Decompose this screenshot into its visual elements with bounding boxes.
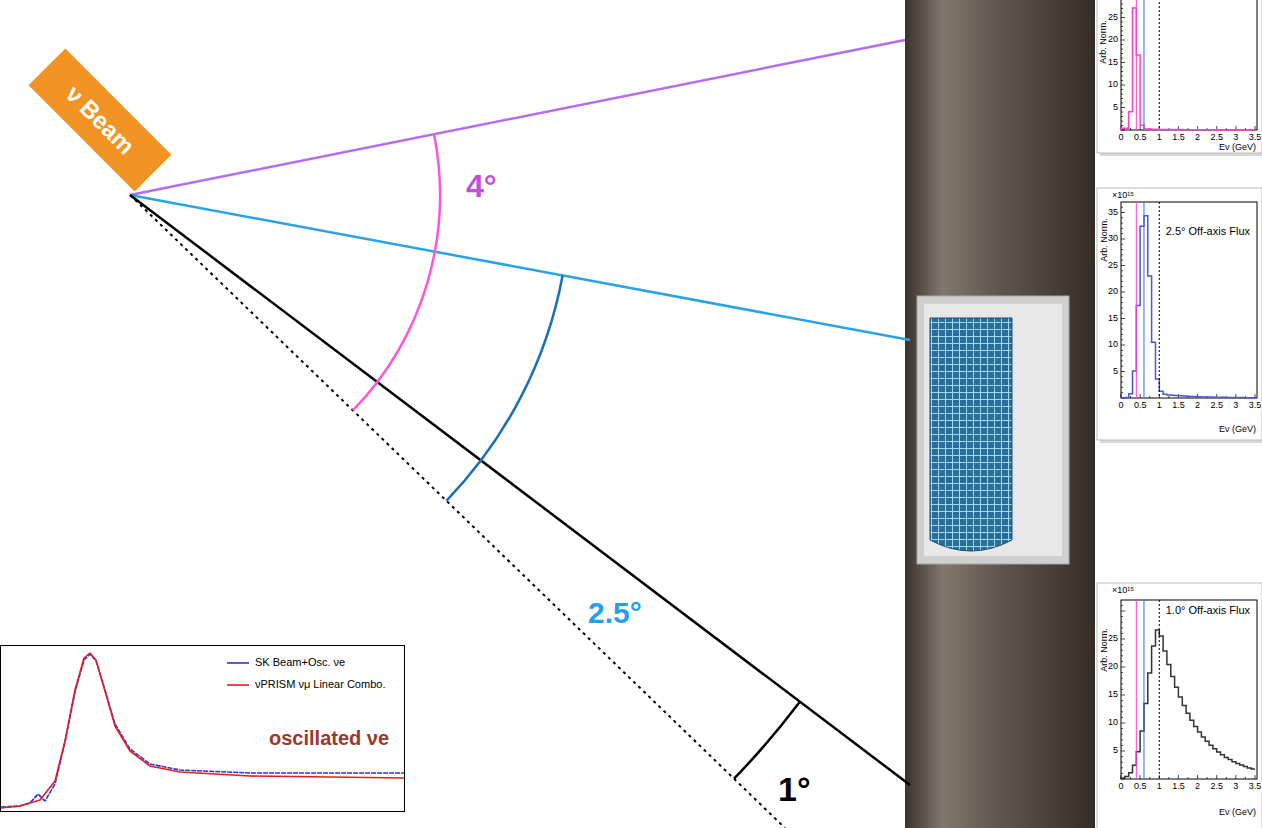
axis-scale: ×10¹⁵ [1112, 191, 1134, 200]
angle-label: 2.5° [588, 598, 642, 628]
reference-line [1136, 0, 1137, 130]
legend-sample [227, 660, 249, 666]
tick-label: 25 [1107, 13, 1119, 22]
tick-label: 5 [1112, 103, 1119, 112]
flux-histogram [1121, 630, 1255, 779]
tick-label: 10 [1107, 80, 1119, 89]
tick-label: 0.5 [1133, 401, 1148, 410]
tick-marks [1121, 605, 1255, 779]
legend-text: SK Beam+Osc. νe [255, 657, 345, 668]
tick-label: 30 [1107, 234, 1119, 243]
tick-label: 15 [1107, 58, 1119, 67]
tick-label: 0.5 [1133, 133, 1148, 142]
tick-label: 3.5 [1248, 401, 1262, 410]
tick-label: 10 [1107, 340, 1119, 349]
annotation: oscillated νe [269, 728, 389, 748]
tick-label: 1.5 [1171, 133, 1186, 142]
reference-line [1136, 202, 1137, 398]
plot-panel [0, 635, 410, 828]
tick-label: 0 [1117, 782, 1124, 791]
tick-label: 3 [1232, 401, 1239, 410]
tick-label: 0.5 [1133, 782, 1148, 791]
tick-label: 10 [1107, 718, 1119, 727]
beam-line-4deg [130, 40, 905, 195]
tick-label: 2.5 [1209, 782, 1224, 791]
sk-curve [1, 654, 404, 807]
tick-label: 15 [1107, 314, 1119, 323]
tick-label: 3.5 [1248, 782, 1262, 791]
prism-curve [1, 653, 404, 808]
reference-line [1159, 202, 1160, 398]
beam-label: ν Beam [60, 80, 140, 160]
angle-label: 4° [466, 170, 497, 202]
plot-panel: ×10¹⁵1.0° Off-axis FluxArb. Norm.Eν (GeV… [1097, 583, 1262, 828]
tick-marks [1121, 207, 1255, 398]
beam-line-2-5deg [130, 195, 910, 340]
tick-label: 25 [1107, 261, 1119, 270]
tick-label: 2 [1194, 782, 1201, 791]
reference-line [1159, 600, 1160, 779]
reference-line [1159, 0, 1160, 130]
tick-label: 1.5 [1171, 782, 1186, 791]
tick-label: 25 [1107, 634, 1119, 643]
reference-line [1143, 0, 1144, 130]
tick-label: 1.5 [1171, 401, 1186, 410]
angle-label: 1° [778, 772, 811, 806]
plot-panel [1097, 583, 1262, 828]
tick-label: 3 [1232, 782, 1239, 791]
tick-label: 20 [1107, 662, 1119, 671]
legend-line [227, 684, 249, 686]
detector-shaft [905, 0, 1095, 828]
tick-label: 2 [1194, 401, 1201, 410]
axis-scale: ×10¹⁵ [1112, 586, 1134, 595]
tick-label: 15 [1107, 690, 1119, 699]
tick-label: 0 [1117, 133, 1124, 142]
tick-label: 2.5 [1209, 401, 1224, 410]
legend-text: νPRISM νμ Linear Combo. [255, 679, 385, 690]
pmt-mesh [930, 318, 1012, 551]
axis-title: Eν (GeV) [1219, 425, 1256, 434]
angle-arc [353, 134, 440, 410]
detector-housing [917, 296, 1069, 564]
flux-histogram [1121, 216, 1255, 398]
axis-title: Eν (GeV) [1219, 808, 1256, 817]
tick-label: 1 [1156, 782, 1163, 791]
plot-frame [1121, 0, 1257, 130]
tick-label: 2 [1194, 133, 1201, 142]
legend-line [227, 662, 249, 664]
tick-label: 0 [1117, 401, 1124, 410]
tick-label: 5 [1112, 367, 1119, 376]
tick-label: 20 [1107, 287, 1119, 296]
tick-label: 5 [1112, 746, 1119, 755]
angle-arc [446, 275, 562, 500]
plot-title: 2.5° Off-axis Flux [1166, 226, 1250, 237]
reference-line [1143, 202, 1144, 398]
tick-label: 1 [1156, 401, 1163, 410]
detector-inner [924, 304, 1062, 556]
reference-line [1143, 600, 1144, 779]
tick-label: 3 [1232, 133, 1239, 142]
plot-panel: oscillated νe SK Beam+Osc. νe νPRISM νμ Li… [0, 645, 405, 812]
flux-histogram [1121, 8, 1255, 130]
reference-line [1136, 600, 1137, 779]
beam-tag: ν Beam [29, 49, 172, 192]
plot-title: 1.0° Off-axis Flux [1166, 605, 1250, 616]
tick-label: 35 [1107, 208, 1119, 217]
axis-title: Eν (GeV) [1219, 143, 1256, 152]
tick-label: 20 [1107, 35, 1119, 44]
tick-label: 3.5 [1248, 133, 1262, 142]
plot-panel [1097, 188, 1262, 440]
tick-label: 2.5 [1209, 133, 1224, 142]
tick-label: 1 [1156, 133, 1163, 142]
plot-frame [1121, 600, 1257, 779]
legend-sample [227, 682, 249, 688]
plot-frame [1121, 202, 1257, 398]
plot-panel: Arb. Norm.Eν (GeV) [1097, 0, 1262, 153]
tick-marks [1121, 0, 1255, 130]
angle-arc [734, 702, 800, 779]
